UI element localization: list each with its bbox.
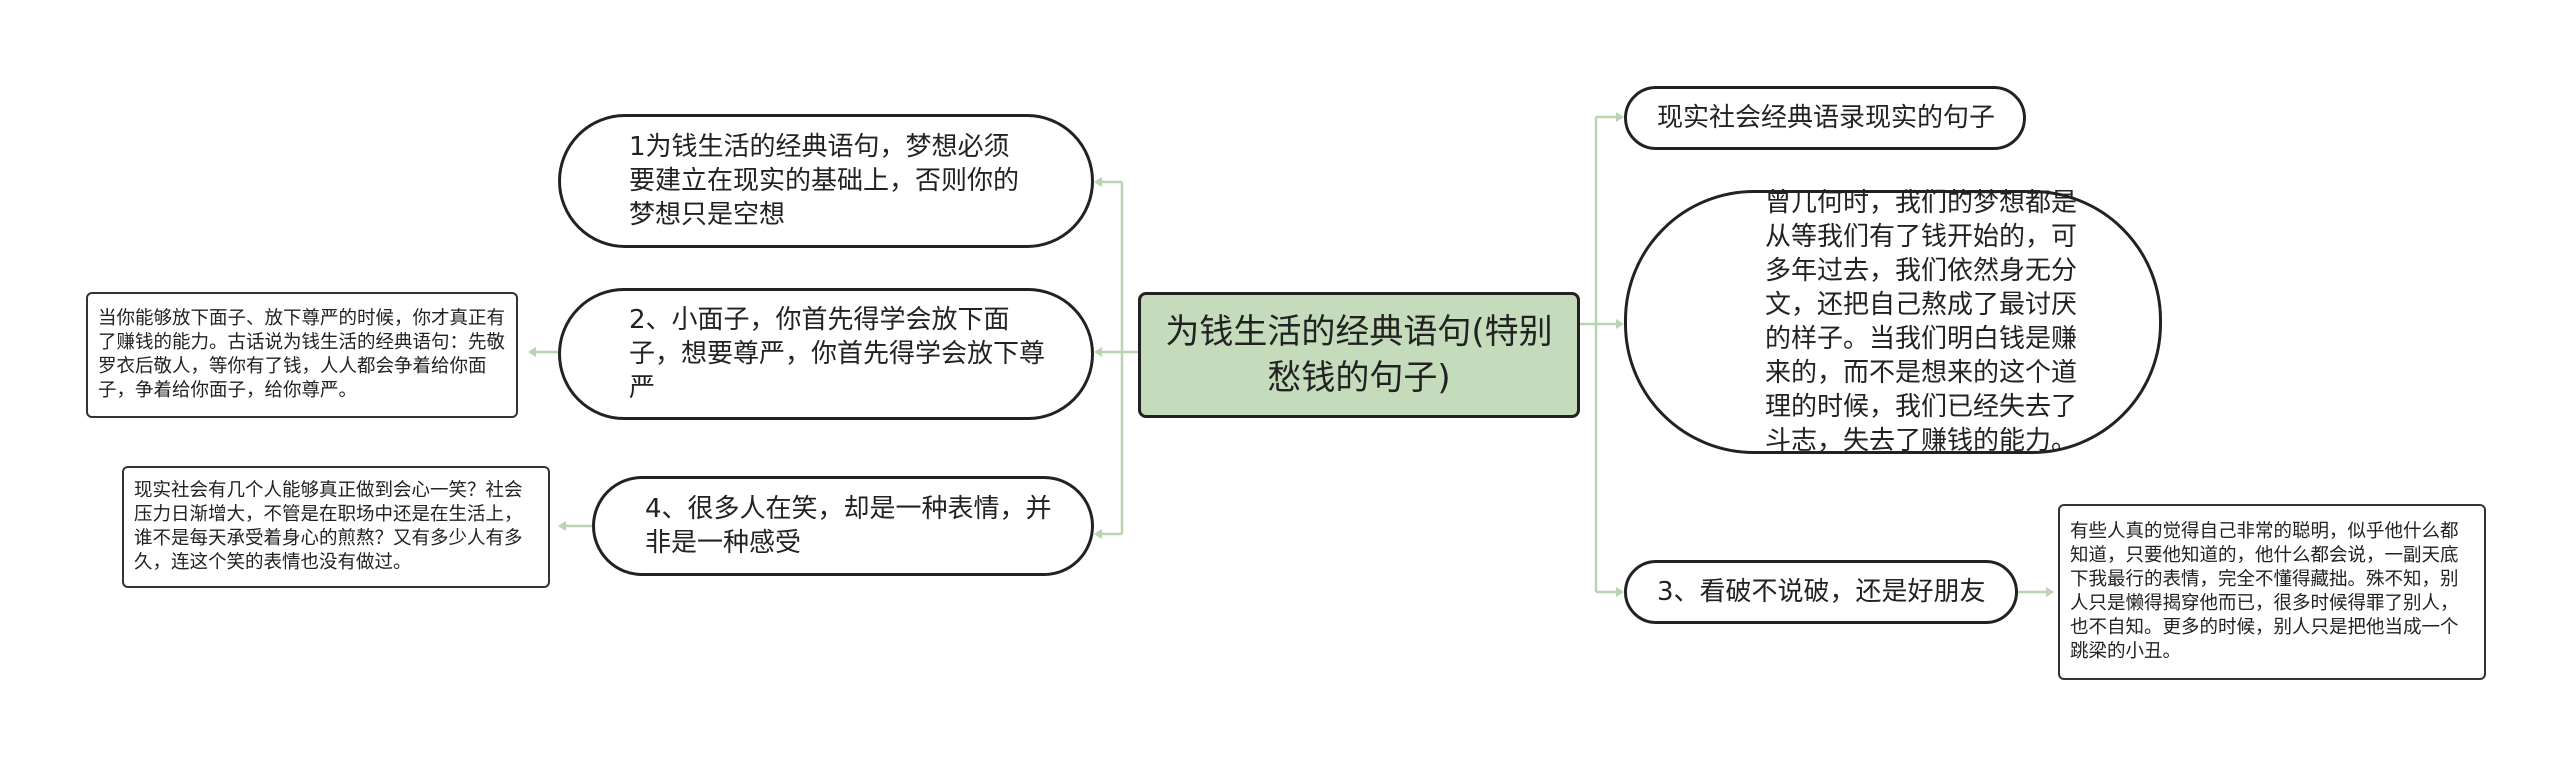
right-note-3[interactable]: 有些人真的觉得自己非常的聪明，似乎他什么都知道，只要他知道的，他什么都会说，一副…: [2058, 504, 2486, 680]
left-note-3[interactable]: 现实社会有几个人能够真正做到会心一笑？社会压力日渐增大，不管是在职场中还是在生活…: [122, 466, 550, 588]
left-branch-2[interactable]: 2、小面子，你首先得学会放下面子，想要尊严，你首先得学会放下尊严: [558, 288, 1094, 420]
left-note-3-text: 现实社会有几个人能够真正做到会心一笑？社会压力日渐增大，不管是在职场中还是在生活…: [134, 480, 523, 573]
root-node[interactable]: 为钱生活的经典语句(特别愁钱的句子): [1138, 292, 1580, 418]
left-branch-2-text: 2、小面子，你首先得学会放下面子，想要尊严，你首先得学会放下尊严: [629, 305, 1046, 403]
right-note-3-text: 有些人真的觉得自己非常的聪明，似乎他什么都知道，只要他知道的，他什么都会说，一副…: [2070, 521, 2459, 662]
left-note-2[interactable]: 当你能够放下面子、放下尊严的时候，你才真正有了赚钱的能力。古话说为钱生活的经典语…: [86, 292, 518, 418]
left-branch-3-text: 4、很多人在笑，却是一种表情，并非是一种感受: [645, 494, 1052, 558]
right-branch-3[interactable]: 3、看破不说破，还是好朋友: [1624, 560, 2018, 624]
right-branch-3-text: 3、看破不说破，还是好朋友: [1657, 577, 1986, 607]
left-note-2-text: 当你能够放下面子、放下尊严的时候，你才真正有了赚钱的能力。古话说为钱生活的经典语…: [98, 308, 506, 401]
connector-arrowheads: [528, 112, 2054, 597]
left-branch-3[interactable]: 4、很多人在笑，却是一种表情，并非是一种感受: [592, 476, 1094, 576]
left-branch-1[interactable]: 1为钱生活的经典语句，梦想必须要建立在现实的基础上，否则你的梦想只是空想: [558, 114, 1094, 248]
right-branch-1-text: 现实社会经典语录现实的句子: [1657, 103, 1996, 133]
left-branch-1-text: 1为钱生活的经典语句，梦想必须要建立在现实的基础上，否则你的梦想只是空想: [629, 132, 1020, 230]
right-branch-2[interactable]: 曾几何时，我们的梦想都是从等我们有了钱开始的，可多年过去，我们依然身无分文，还把…: [1624, 188, 2162, 456]
right-branch-1[interactable]: 现实社会经典语录现实的句子: [1624, 86, 2026, 150]
root-title: 为钱生活的经典语句(特别愁钱的句子): [1165, 312, 1553, 398]
right-branch-2-text: 曾几何时，我们的梦想都是从等我们有了钱开始的，可多年过去，我们依然身无分文，还把…: [1765, 188, 2078, 456]
